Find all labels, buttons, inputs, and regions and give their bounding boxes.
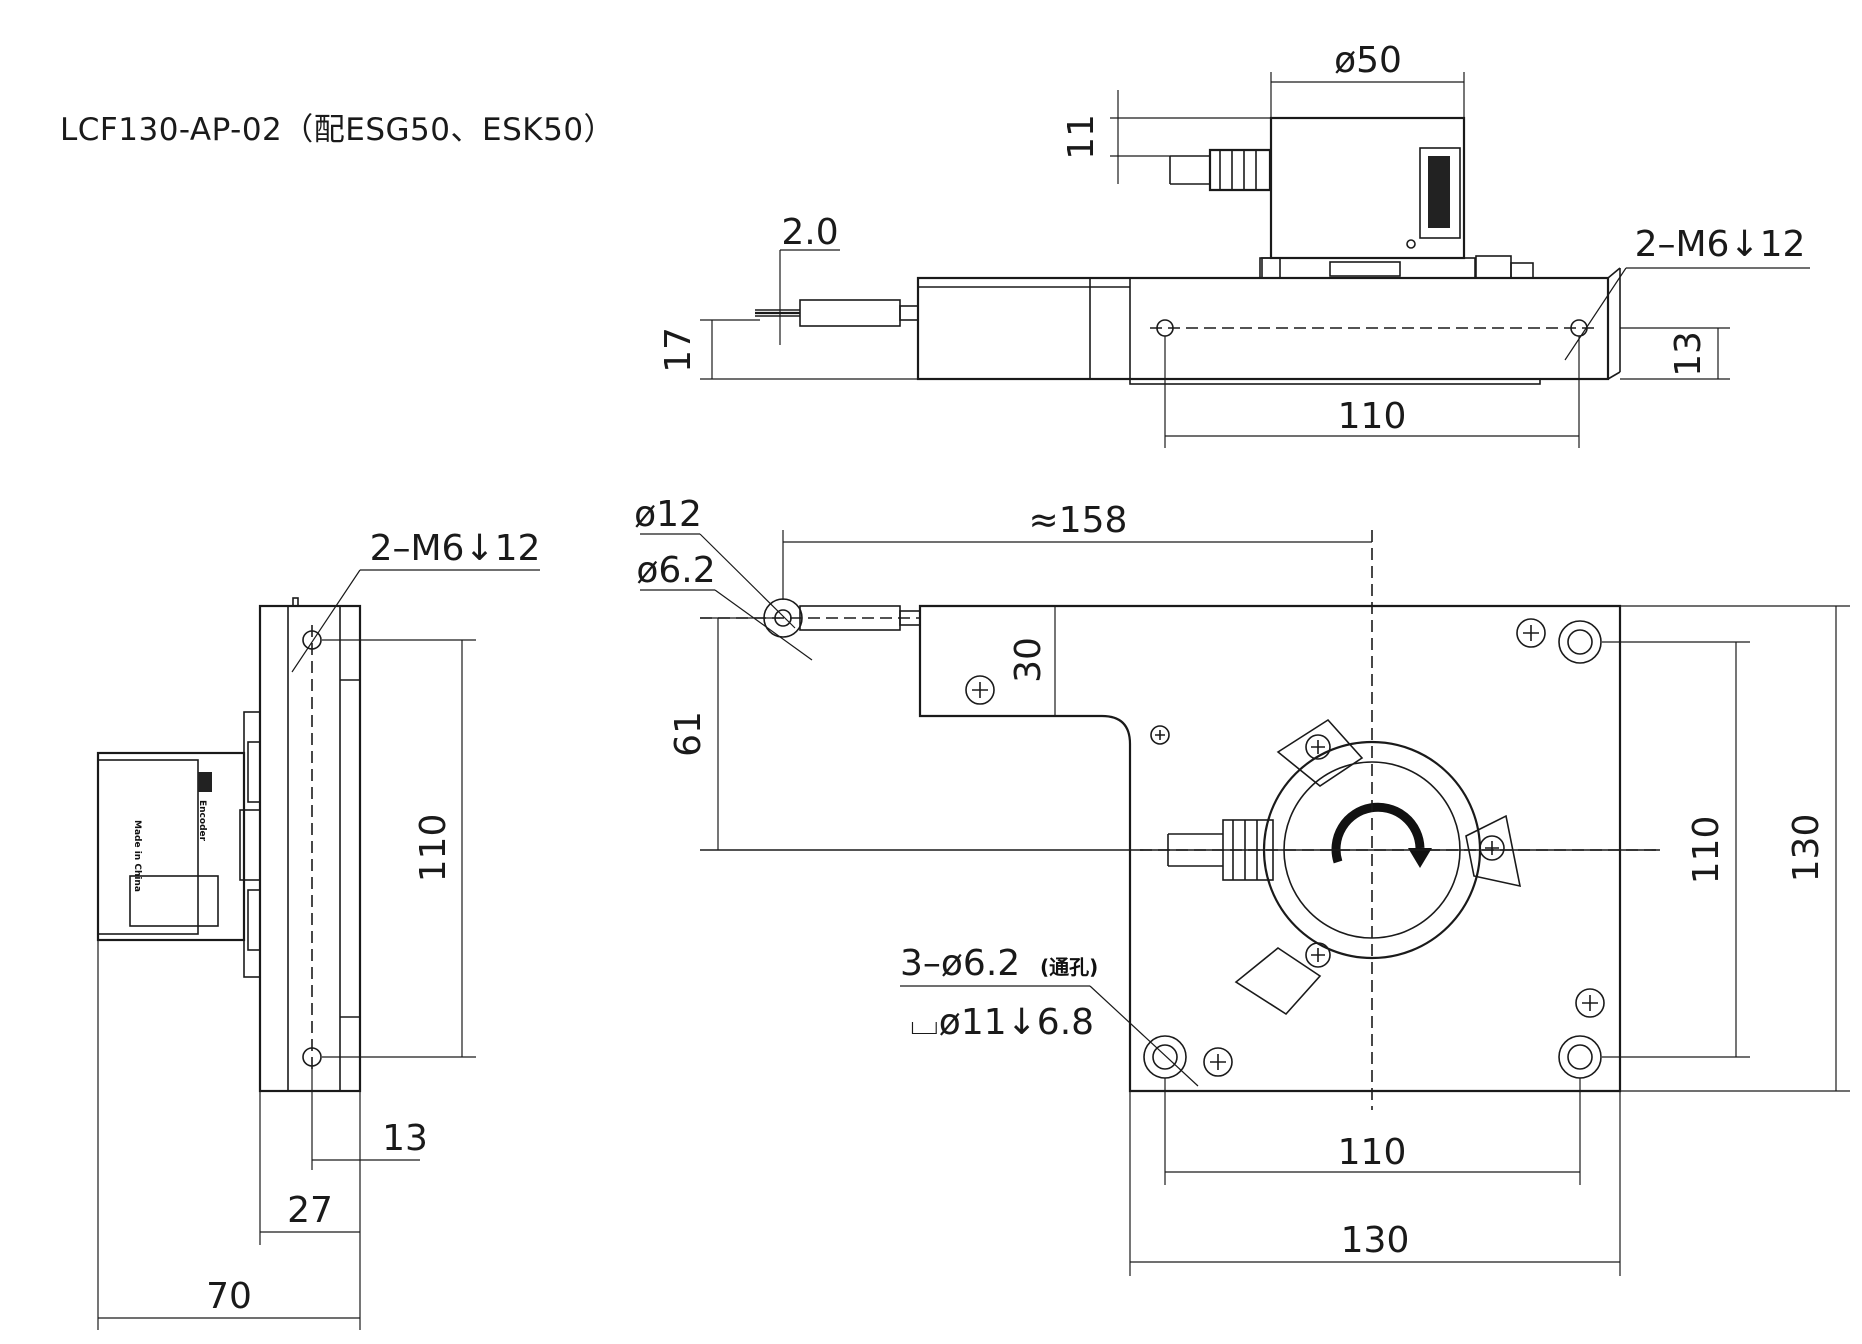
dim-phi50-top: ø50 (1334, 40, 1402, 81)
dim-110-side: 110 (413, 814, 454, 883)
mount-hole (1558, 620, 1602, 664)
encoder-label: Encoder (197, 800, 207, 842)
made-in-label: Made in China (132, 820, 142, 892)
dim-61: 61 (668, 711, 709, 757)
screw-icon (1305, 734, 1331, 760)
mount-hole (1558, 1035, 1602, 1079)
dim-2m6-top: 2–M6↓12 (1635, 224, 1806, 265)
dim-30: 30 (1008, 637, 1049, 683)
dim-158: ≈158 (1029, 500, 1128, 541)
side-view: Encoder Made in China 2–M6↓12 110 13 27 … (96, 528, 541, 1330)
dim-130-right: 130 (1786, 814, 1827, 883)
screw-icon (1150, 725, 1170, 745)
encoder-side (96, 751, 246, 942)
dim-130-bottom: 130 (1341, 1220, 1410, 1261)
screw-icon (1305, 942, 1331, 968)
side-plate (258, 604, 362, 1093)
screw-icon (1575, 988, 1605, 1018)
drawing-title: LCF130-AP-02（配ESG50、ESK50） (60, 112, 616, 148)
rotation-arrow-icon (1331, 802, 1425, 864)
dim-phi6-2: ø6.2 (636, 550, 715, 591)
screw-icon (965, 675, 995, 705)
screw-icon (1516, 618, 1546, 648)
dim-2m6-side: 2–M6↓12 (370, 528, 541, 569)
screw-icon (1203, 1047, 1233, 1077)
dim-70-side: 70 (206, 1276, 252, 1317)
front-view: ø12 ø6.2 ≈158 30 61 110 130 110 130 (634, 494, 1850, 1276)
dim-counterbore: ⌴ø11↓6.8 (910, 1002, 1094, 1043)
dim-17-top: 17 (658, 327, 699, 373)
dim-holes: 3–ø6.2 (900, 943, 1020, 984)
dim-11-top: 11 (1061, 114, 1102, 160)
dim-phi12: ø12 (634, 494, 702, 535)
screw-icon (1479, 835, 1505, 861)
dim-2-0: 2.0 (781, 212, 838, 253)
dim-holes-note: (通孔) (1040, 955, 1098, 979)
dim-13-top: 13 (1668, 331, 1709, 377)
dim-110-right: 110 (1686, 816, 1727, 885)
dim-110-bottom: 110 (1338, 1132, 1407, 1173)
top-view: ø50 11 2.0 17 2–M6↓12 13 110 (658, 40, 1810, 448)
front-plate (918, 604, 1622, 1093)
dim-110-top: 110 (1338, 396, 1407, 437)
dim-27-side: 27 (287, 1190, 333, 1231)
dim-13-side: 13 (382, 1118, 428, 1159)
